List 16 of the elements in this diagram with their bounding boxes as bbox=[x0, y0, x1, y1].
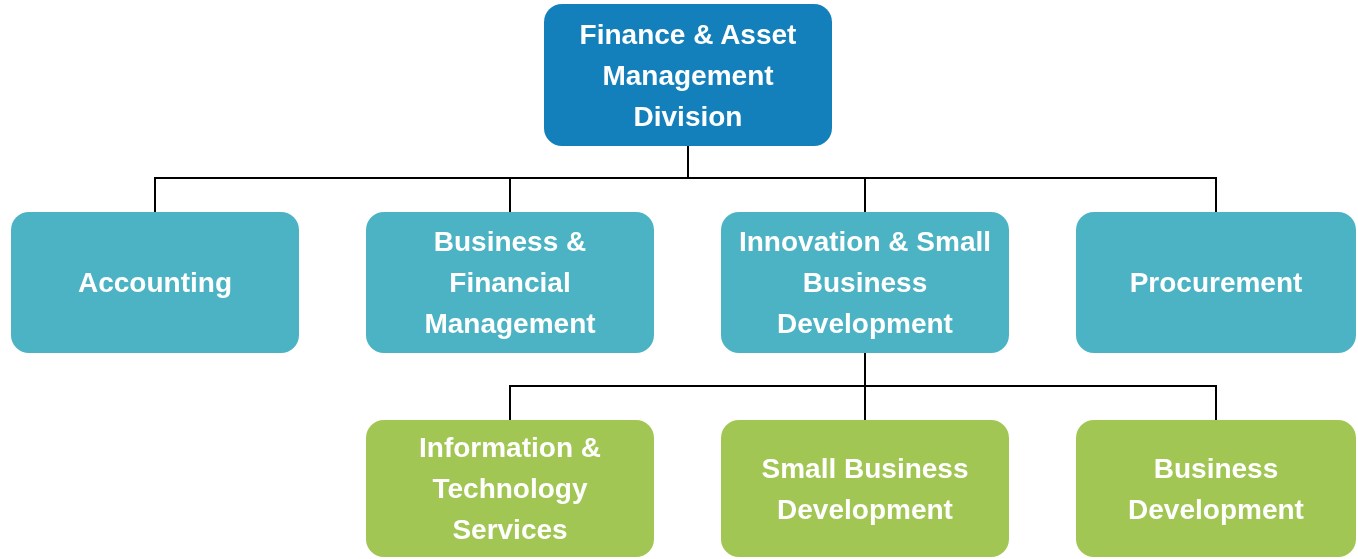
unit-name: Finance & Asset Management Division bbox=[578, 17, 798, 134]
org-unit-box bbox=[721, 420, 1009, 557]
org-unit-box bbox=[11, 212, 299, 353]
unit-name: Procurement bbox=[1129, 266, 1303, 300]
org-unit-box bbox=[1076, 212, 1356, 353]
org-unit-box bbox=[544, 4, 832, 146]
unit-name: Business & Financial Management bbox=[423, 225, 597, 341]
unit-name: Small Business Development bbox=[760, 451, 970, 527]
unit-name: Accounting bbox=[78, 266, 232, 300]
unit-name: Information & Technology Services bbox=[418, 431, 602, 547]
org-unit-box bbox=[1076, 420, 1356, 557]
unit-name: Innovation & Small Business Development bbox=[738, 225, 992, 341]
org-unit-box bbox=[366, 420, 654, 557]
org-unit-box bbox=[721, 212, 1009, 353]
unit-name: Business Development bbox=[1127, 451, 1305, 527]
org-unit-box bbox=[366, 212, 654, 353]
